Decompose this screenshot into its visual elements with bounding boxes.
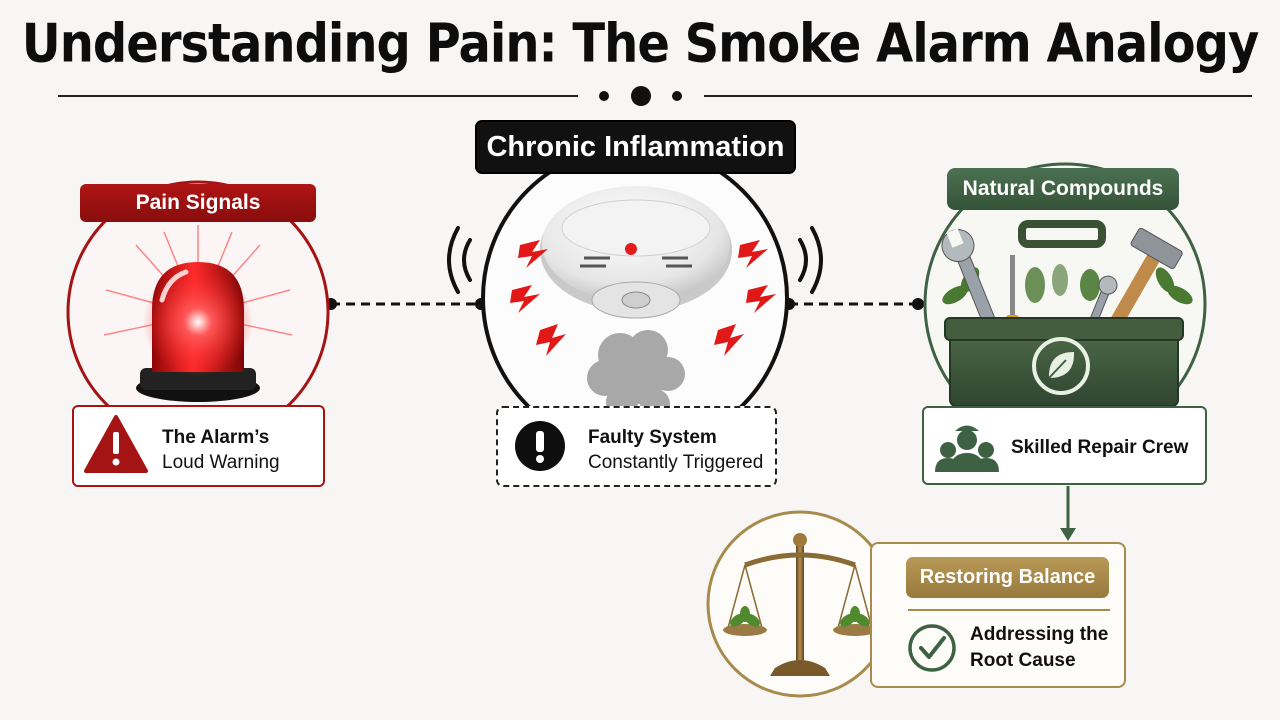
natural-compounds-heading: Natural Compounds [947,168,1179,210]
balance-caption-line2: Root Cause [970,650,1076,671]
pain-signals-heading: Pain Signals [80,184,316,222]
page-title: Understanding Pain: The Smoke Alarm Anal… [21,12,1260,75]
chronic-inflammation-heading: Chronic Inflammation [475,120,796,174]
inflammation-caption-line1: Faulty System [588,427,717,448]
balance-caption: Addressing the Root Cause [970,622,1108,674]
balance-divider [908,609,1110,611]
balance-circle [706,510,894,698]
exclamation-icon [515,421,565,471]
pain-circle [66,180,330,444]
pain-caption: The Alarm’s Loud Warning [162,425,280,475]
inflammation-caption: Faulty System Constantly Triggered [588,425,763,475]
balance-caption-line1: Addressing the [970,624,1109,645]
repair-crew-icon [935,425,999,472]
inflammation-circle [447,144,823,452]
inflammation-caption-line2: Constantly Triggered [588,452,764,473]
pain-caption-line1: The Alarm’s [162,427,270,448]
compounds-caption: Skilled Repair Crew [1011,437,1189,458]
checkmark-icon [908,624,956,672]
restoring-balance-heading: Restoring Balance [906,557,1109,598]
title-divider [58,86,1252,106]
warning-icon [84,415,148,473]
arrow-compounds-balance [1060,486,1076,541]
pain-caption-line2: Loud Warning [162,452,280,473]
